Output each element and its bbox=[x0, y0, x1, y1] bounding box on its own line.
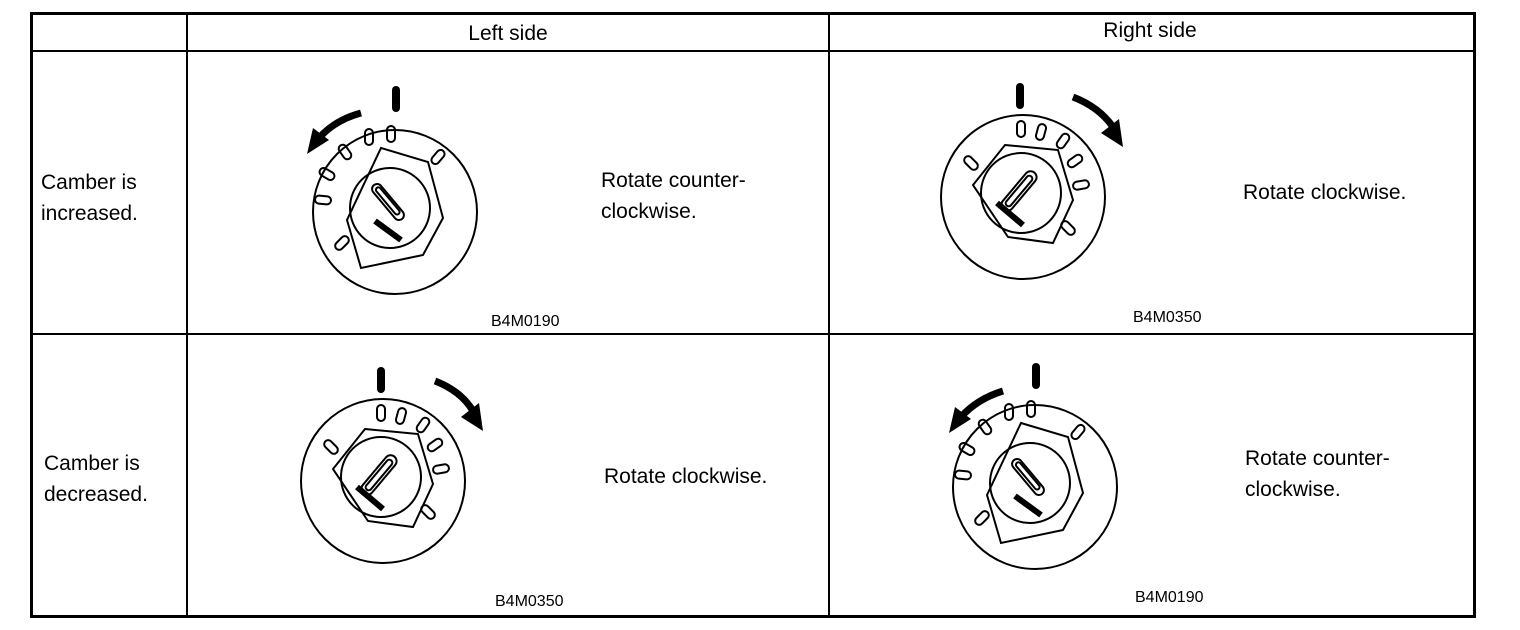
dial-clockwise-icon bbox=[293, 367, 483, 565]
row-divider bbox=[33, 333, 1473, 335]
row-label-line: Camber is bbox=[44, 452, 140, 475]
figure-code: B4M0190 bbox=[1135, 589, 1204, 606]
figure-code: B4M0190 bbox=[491, 313, 560, 330]
instruction-line: Rotate counter- bbox=[601, 169, 746, 192]
instruction-r1-right: Rotate clockwise. bbox=[1243, 177, 1406, 208]
instruction-r2-right: Rotate counter- clockwise. bbox=[1245, 443, 1390, 505]
instruction-line: Rotate counter- bbox=[1245, 447, 1390, 470]
header-left-side: Left side bbox=[468, 22, 548, 45]
dial-counterclockwise-icon bbox=[307, 86, 483, 292]
row-label-line: decreased. bbox=[44, 483, 148, 506]
row-label-line: Camber is bbox=[41, 171, 137, 194]
instruction-r1-left: Rotate counter- clockwise. bbox=[601, 165, 746, 227]
instruction-r2-left: Rotate clockwise. bbox=[604, 461, 767, 492]
figure-code: B4M0350 bbox=[1133, 309, 1202, 326]
column-divider bbox=[828, 15, 830, 615]
header-right-side: Right side bbox=[1103, 19, 1197, 42]
instruction-line: Rotate clockwise. bbox=[604, 465, 768, 488]
camber-adjustment-table: Left side Right side Camber is increased… bbox=[30, 12, 1476, 618]
instruction-line: Rotate clockwise. bbox=[1243, 181, 1407, 204]
figure-code: B4M0350 bbox=[495, 593, 564, 610]
row-label-increased: Camber is increased. bbox=[41, 167, 138, 229]
instruction-line: clockwise. bbox=[601, 200, 697, 223]
dial-clockwise-icon bbox=[933, 83, 1123, 287]
column-divider bbox=[186, 15, 188, 615]
dial-counterclockwise-icon bbox=[949, 363, 1123, 567]
row-label-line: increased. bbox=[41, 202, 138, 225]
header-divider bbox=[33, 50, 1473, 52]
row-label-decreased: Camber is decreased. bbox=[44, 448, 148, 510]
instruction-line: clockwise. bbox=[1245, 478, 1341, 501]
